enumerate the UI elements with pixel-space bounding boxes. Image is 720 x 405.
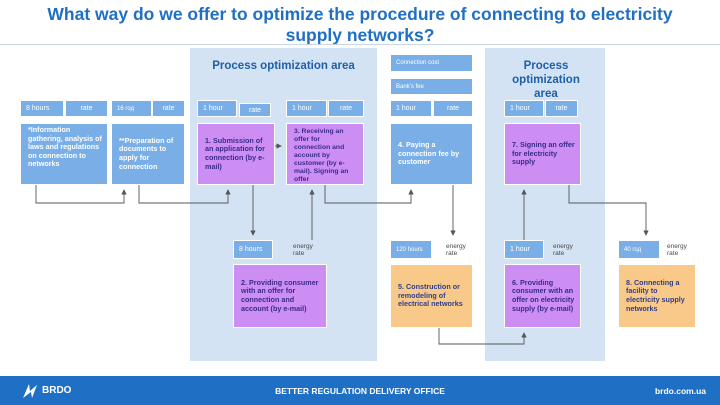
arrow-6-to-10 bbox=[568, 185, 649, 236]
title-divider bbox=[0, 44, 720, 45]
card-8-time: 120 hours bbox=[390, 240, 432, 259]
card-6-rate: rate bbox=[545, 100, 578, 117]
card-paying-fee: 4. Paying a connection fee by customer bbox=[390, 123, 473, 185]
footer-organization: BETTER REGULATION DELIVERY OFFICE bbox=[275, 386, 445, 396]
card-7-energy-rate: energy rate bbox=[293, 243, 313, 257]
card-2-time: 16 год bbox=[111, 100, 152, 117]
card-3-time: 1 hour bbox=[197, 100, 237, 117]
card-7-time: 8 hours bbox=[233, 240, 273, 259]
process-optimization-area-1-title: Process optimization area bbox=[212, 60, 355, 72]
card-facility-connection: 8. Connecting a facility to electricity … bbox=[618, 264, 696, 328]
slide-title: What way do we offer to optimize the pro… bbox=[47, 4, 673, 45]
card-1-rate: rate bbox=[65, 100, 108, 117]
card-1-time: 8 hours bbox=[20, 100, 64, 117]
card-9-energy-rate: energy rate bbox=[553, 243, 573, 257]
arrow-1-to-2 bbox=[35, 185, 127, 204]
card-3-rate: rate bbox=[239, 103, 271, 117]
brdo-logo-icon bbox=[23, 384, 37, 398]
card-5-time: 1 hour bbox=[390, 100, 432, 117]
card-document-preparation: **Preparation of documents to apply for … bbox=[111, 123, 185, 185]
card-application-submission: 1. Submission of an application for conn… bbox=[197, 123, 275, 185]
card-2-rate: rate bbox=[152, 100, 185, 117]
brdo-logo-text: BRDO bbox=[42, 385, 72, 396]
card-10-energy-rate: energy rate bbox=[667, 243, 687, 257]
footer-website-link[interactable]: brdo.com.ua bbox=[654, 386, 706, 396]
arrow-2-to-3 bbox=[138, 185, 231, 204]
card-4-rate: rate bbox=[328, 100, 364, 117]
card-providing-connection-offer: 2. Providing consumer with an offer for … bbox=[233, 264, 327, 328]
arrow-8-to-9 bbox=[438, 328, 527, 345]
connection-cost-label: Connection cost bbox=[390, 54, 473, 72]
card-8-energy-rate: energy rate bbox=[446, 243, 466, 257]
banks-fee-label: Bank's fee bbox=[390, 78, 473, 95]
footer-bar: BRDO BETTER REGULATION DELIVERY OFFICE b… bbox=[0, 376, 720, 405]
card-6-time: 1 hour bbox=[504, 100, 544, 117]
card-9-time: 1 hour bbox=[504, 240, 544, 259]
card-network-construction: 5. Construction or remodeling of electri… bbox=[390, 264, 473, 328]
card-receiving-offer: 3. Receiving an offer for connection and… bbox=[286, 123, 364, 185]
card-4-time: 1 hour bbox=[286, 100, 327, 117]
card-5-rate: rate bbox=[433, 100, 473, 117]
process-optimization-area-2-title: Process optimization area bbox=[512, 60, 580, 100]
card-10-time: 40 год bbox=[618, 240, 660, 259]
card-signing-supply-offer: 7. Signing an offer for electricity supp… bbox=[504, 123, 581, 185]
card-information-gathering: *Information gathering, analysis of laws… bbox=[20, 123, 108, 185]
arrow-4-to-5 bbox=[324, 185, 414, 204]
card-providing-supply-offer: 6. Providing consumer with an offer on e… bbox=[504, 264, 581, 328]
